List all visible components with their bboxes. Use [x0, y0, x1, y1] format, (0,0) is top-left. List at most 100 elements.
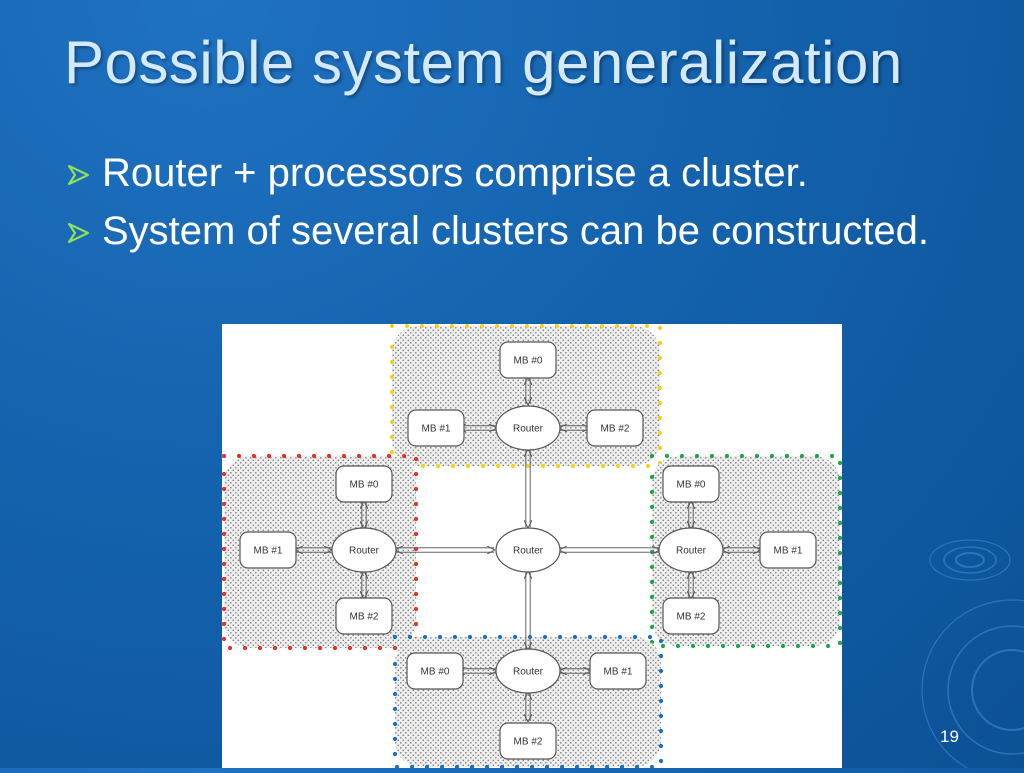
cluster-left-region-border-dot	[362, 645, 368, 651]
mb1-node	[759, 531, 817, 569]
link-top-mb0-router	[526, 378, 530, 404]
router-node-label: Router	[676, 546, 707, 557]
cluster-bottom-region-border-dot	[452, 634, 458, 640]
cluster-right-region-border-dot	[837, 625, 843, 631]
cluster-top-region-border-dot	[657, 400, 663, 406]
cluster-right-region-border-dot	[649, 609, 655, 615]
cluster-top-region-border-dot	[645, 463, 651, 469]
cluster-left-region-border-dot	[221, 531, 227, 537]
cluster-top-region-border-dot	[389, 374, 395, 380]
link-center-bottom	[526, 572, 530, 649]
cluster-bottom-region-border-dot	[658, 638, 664, 644]
mb1-node-label: MB #1	[422, 424, 451, 435]
router-node-label: Router	[513, 424, 544, 435]
cluster-right-region-border-dot	[837, 490, 843, 496]
cluster-top-region-border-dot	[644, 323, 650, 329]
cluster-left-region-border-dot	[413, 456, 419, 462]
cluster-bottom-region-border-dot	[658, 743, 664, 749]
cluster-left-region-border-dot	[242, 645, 248, 651]
cluster-left-region-border-dot	[392, 645, 398, 651]
mb1-node-label: MB #1	[604, 667, 633, 678]
cluster-top-region-border-dot	[509, 323, 515, 329]
cluster-bottom-region-border-dot	[512, 634, 518, 640]
cluster-left-region-border-dot	[413, 561, 419, 567]
link-left-router-mb2	[362, 572, 366, 598]
cluster-top-region-border-dot	[479, 323, 485, 329]
cluster-left-region-border-dot	[347, 645, 353, 651]
cluster-left-region-border-dot	[251, 453, 257, 459]
cluster-top-region-border-dot	[389, 434, 395, 440]
cluster-top-region-border-dot	[480, 463, 486, 469]
cluster-top-region-border-dot	[464, 323, 470, 329]
cluster-right-region-border-dot	[664, 453, 670, 459]
cluster-bottom-region-border-dot	[392, 706, 398, 712]
cluster-top-region-border-dot	[615, 463, 621, 469]
link-left-mb1-router	[296, 548, 331, 552]
mb2-node-label: MB #2	[677, 612, 706, 623]
link-top-router-mb2	[560, 426, 589, 430]
cluster-right-region-border-dot	[795, 643, 801, 649]
cluster-top-region-border-dot	[389, 419, 395, 425]
cluster-left-region-border-dot	[221, 471, 227, 477]
cluster-left-region-border-dot	[377, 645, 383, 651]
cluster-top-region-border-dot	[554, 323, 560, 329]
mb1-node	[407, 409, 465, 447]
cluster-top-region-border-dot	[657, 340, 663, 346]
cluster-left-region-border-dot	[302, 645, 308, 651]
cluster-right-region-border-dot	[649, 453, 655, 459]
link-bottom-router-mb2	[526, 693, 530, 721]
link-center-right	[560, 548, 659, 552]
router-node	[331, 527, 397, 573]
cluster-bottom-region-border-dot	[392, 676, 398, 682]
cluster-top-region-border-dot	[510, 463, 516, 469]
cluster-right-region-border-dot	[837, 610, 843, 616]
cluster-right-region-border-dot	[649, 519, 655, 525]
cluster-right-region-border-dot	[769, 453, 775, 459]
cluster-left-region-border-dot	[221, 546, 227, 552]
cluster-top-region-border-dot	[657, 430, 663, 436]
bullet-item: Router + processors comprise a cluster.	[64, 150, 964, 196]
cluster-right-region-border-dot	[829, 453, 835, 459]
cluster-left-region-border-dot	[341, 453, 347, 459]
cluster-bottom-region-border-dot	[557, 634, 563, 640]
cluster-left-region-border-dot	[266, 453, 272, 459]
cluster-bottom-region-border-dot	[542, 634, 548, 640]
cluster-left-region-border-dot	[413, 591, 419, 597]
cluster-bottom-region-border-dot	[392, 736, 398, 742]
cluster-left-region-border-dot	[413, 606, 419, 612]
cluster-bottom-region-border-dot	[392, 751, 398, 757]
cluster-right-region-border-dot	[837, 460, 843, 466]
router-node-label: Router	[349, 546, 380, 557]
mb0-node	[406, 652, 464, 690]
cluster-top-region-border-dot	[585, 463, 591, 469]
cluster-top-region-border-dot	[657, 370, 663, 376]
cluster-left-region-border-dot	[413, 621, 419, 627]
router-node	[495, 648, 561, 694]
cluster-left-region-border-dot	[317, 645, 323, 651]
cluster-top-region-border-dot	[389, 359, 395, 365]
cluster-bottom-region-border-dot	[658, 698, 664, 704]
cluster-top-region-border-dot	[657, 355, 663, 361]
mb2-node	[499, 722, 557, 760]
cluster-top-region-border-dot	[539, 323, 545, 329]
cluster-top-region-border-dot	[600, 463, 606, 469]
cluster-left-region-border-dot	[413, 516, 419, 522]
cluster-right-region-border-dot	[690, 643, 696, 649]
link-right-mb0-router	[689, 502, 693, 528]
cluster-bottom-region-border-dot	[437, 634, 443, 640]
router-node	[495, 405, 561, 451]
cluster-top-region-border-dot	[555, 463, 561, 469]
cluster-left-region-border-dot	[413, 486, 419, 492]
center-router-node	[495, 527, 561, 573]
mb1-node-label: MB #1	[774, 546, 803, 557]
cluster-left-region-border-dot	[386, 453, 392, 459]
cluster-right-region-border-dot	[837, 475, 843, 481]
mb2-node	[586, 409, 644, 447]
cluster-right-region-border-dot	[649, 474, 655, 480]
cluster-left-region-border-dot	[413, 531, 419, 537]
cluster-right-region-border-dot	[750, 643, 756, 649]
cluster-top-region-border-dot	[389, 323, 395, 329]
cluster-top-region-border-dot	[657, 325, 663, 331]
cluster-right-region-border-dot	[780, 643, 786, 649]
